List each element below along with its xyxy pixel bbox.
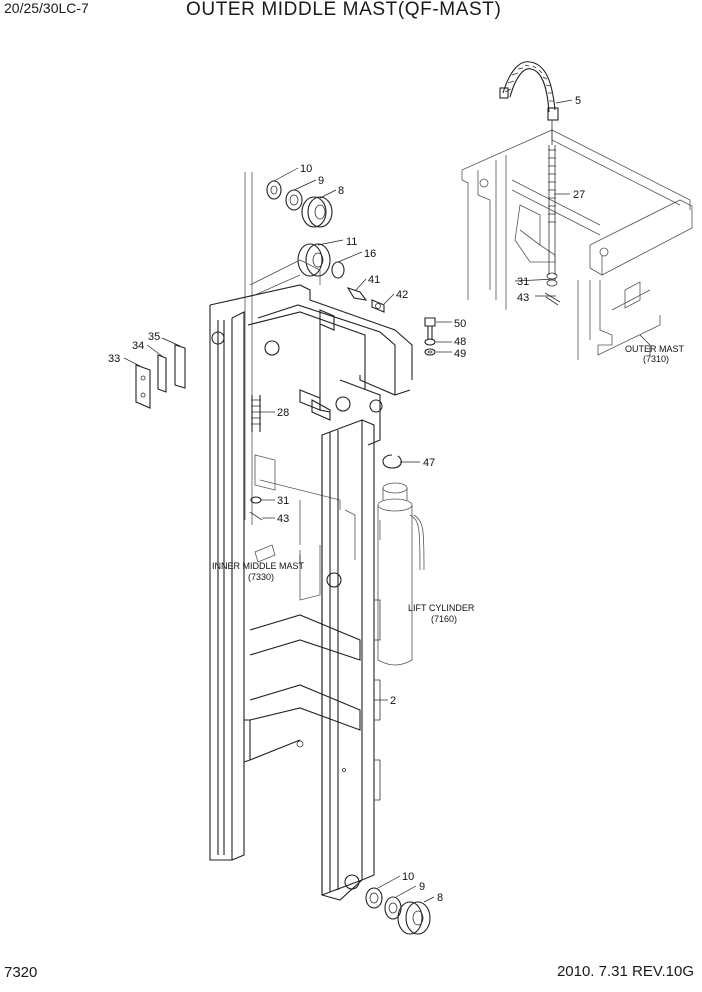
ref-lift-cylinder-code: (7160) — [431, 614, 457, 624]
callout-8-upper: 8 — [338, 185, 344, 197]
callout-11: 11 — [346, 236, 357, 248]
callout-27: 27 — [573, 189, 585, 201]
callout-16: 16 — [364, 248, 376, 260]
inner-middle-mast-phantom — [244, 172, 381, 601]
callout-10-upper: 10 — [300, 163, 312, 175]
page-number: 7320 — [4, 964, 38, 981]
ref-outer-mast-name: OUTER MAST — [625, 344, 685, 354]
callout-9-upper: 9 — [318, 175, 324, 187]
callout-10-lower: 10 — [402, 871, 414, 883]
reference-labels: OUTER MAST (7310) INNER MIDDLE MAST (733… — [212, 344, 685, 624]
callout-50: 50 — [454, 318, 466, 330]
ref-lift-cylinder-name: LIFT CYLINDER — [408, 603, 475, 613]
callout-numbers: 5 27 31 43 10 9 8 11 16 41 42 50 48 49 3… — [108, 95, 585, 904]
bracket-parts-41-42 — [346, 287, 385, 313]
callout-47: 47 — [423, 457, 435, 469]
roller-set-bottom — [365, 887, 431, 935]
callout-43-upper: 43 — [517, 292, 529, 304]
leader-lines — [123, 99, 651, 903]
callout-49: 49 — [454, 348, 466, 360]
snap-ring-47 — [382, 454, 402, 469]
callout-35: 35 — [148, 331, 160, 343]
callout-34: 34 — [132, 340, 144, 352]
callout-31-lower: 31 — [277, 495, 289, 507]
model-label: 20/25/30LC-7 — [4, 0, 89, 16]
callout-8-lower: 8 — [437, 892, 443, 904]
chain-part-5 — [499, 61, 559, 145]
plate-parts-33-34-35 — [135, 344, 186, 409]
mast-main-assembly — [209, 284, 413, 901]
callout-42: 42 — [396, 289, 408, 301]
callout-28: 28 — [277, 407, 289, 419]
callout-48: 48 — [454, 336, 466, 348]
revision-date: 2010. 7.31 REV.10G — [556, 963, 694, 980]
callout-2: 2 — [390, 695, 396, 707]
callout-5: 5 — [575, 95, 581, 107]
page-title: OUTER MIDDLE MAST(QF-MAST) — [186, 0, 502, 20]
lift-cylinder-phantom — [377, 482, 425, 666]
ref-inner-middle-mast-name: INNER MIDDLE MAST — [212, 561, 305, 571]
ref-inner-middle-mast-code: (7330) — [248, 572, 274, 582]
ref-outer-mast-code: (7310) — [643, 354, 669, 364]
outer-mast-phantom — [461, 129, 693, 360]
callout-9-lower: 9 — [419, 881, 425, 893]
roller-set-top — [266, 180, 345, 279]
anchor-bolt-28 — [249, 395, 263, 521]
callout-31-upper: 31 — [517, 276, 529, 288]
callout-41: 41 — [368, 274, 380, 286]
bolt-washer-50-48-49 — [424, 317, 436, 356]
callout-33: 33 — [108, 353, 120, 365]
callout-43-lower: 43 — [277, 513, 289, 525]
